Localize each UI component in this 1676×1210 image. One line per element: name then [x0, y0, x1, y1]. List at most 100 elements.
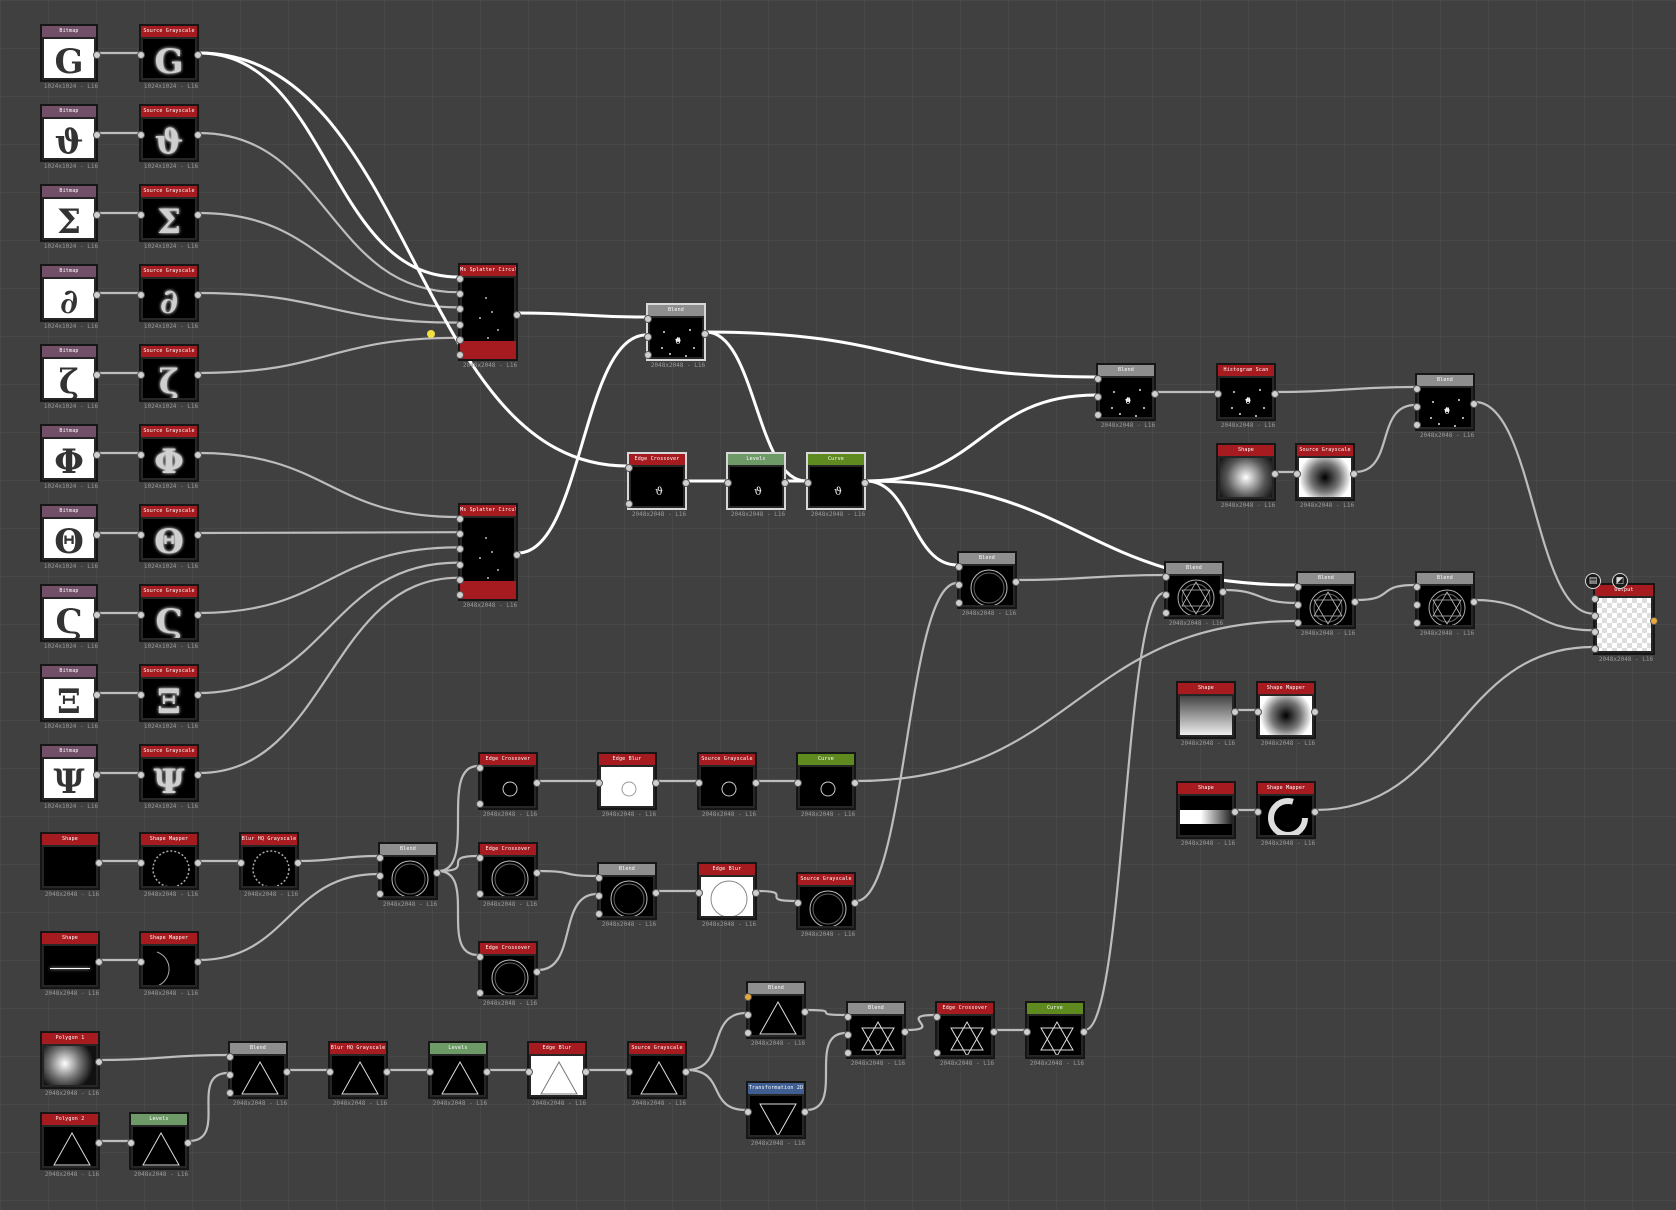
input-pin[interactable]: [644, 333, 652, 341]
input-pin[interactable]: [476, 800, 484, 808]
output-pin[interactable]: [533, 869, 541, 877]
wire[interactable]: [198, 546, 459, 615]
output-pin[interactable]: [1219, 588, 1227, 596]
input-pin[interactable]: [137, 371, 145, 379]
input-pin[interactable]: [955, 563, 963, 571]
input-pin[interactable]: [1413, 583, 1421, 591]
output-pin[interactable]: [752, 779, 760, 787]
wire[interactable]: [1084, 591, 1165, 1032]
input-pin[interactable]: [844, 1031, 852, 1039]
output-pin[interactable]: [194, 451, 202, 459]
wire[interactable]: [1474, 598, 1594, 632]
output-pin[interactable]: [851, 779, 859, 787]
wire[interactable]: [198, 336, 459, 375]
input-pin[interactable]: [933, 1013, 941, 1021]
wire[interactable]: [437, 854, 479, 873]
output-pin[interactable]: [801, 1008, 809, 1016]
input-pin[interactable]: [456, 335, 464, 344]
output-pin[interactable]: [383, 1068, 391, 1076]
input-pin[interactable]: [1591, 628, 1599, 637]
input-pin[interactable]: [137, 531, 145, 539]
input-pin[interactable]: [724, 479, 732, 487]
wire[interactable]: [686, 1011, 747, 1072]
input-pin[interactable]: [744, 1011, 752, 1019]
input-pin[interactable]: [376, 890, 384, 898]
wire[interactable]: [198, 51, 628, 468]
input-pin[interactable]: [226, 1053, 234, 1061]
input-pin[interactable]: [595, 874, 603, 882]
output-pin[interactable]: [194, 291, 202, 299]
wire[interactable]: [198, 211, 459, 309]
input-pin[interactable]: [1214, 390, 1222, 398]
input-pin[interactable]: [1413, 403, 1421, 411]
output-pin[interactable]: [582, 1068, 590, 1076]
output-pin[interactable]: [513, 551, 521, 559]
wire[interactable]: [1355, 583, 1416, 602]
input-pin[interactable]: [476, 989, 484, 997]
input-pin[interactable]: [456, 560, 464, 569]
wire[interactable]: [198, 291, 459, 324]
output-pin[interactable]: [93, 131, 101, 139]
wire[interactable]: [1354, 403, 1416, 474]
input-pin[interactable]: [226, 1089, 234, 1097]
wire[interactable]: [805, 1031, 847, 1112]
input-pin[interactable]: [595, 892, 603, 900]
wire[interactable]: [298, 854, 379, 863]
input-pin[interactable]: [137, 211, 145, 219]
wire[interactable]: [517, 333, 647, 555]
output-pin[interactable]: [194, 51, 202, 59]
output-pin[interactable]: [194, 771, 202, 779]
input-pin[interactable]: [456, 591, 464, 599]
wire[interactable]: [198, 576, 459, 775]
input-pin[interactable]: [1413, 619, 1421, 627]
input-pin[interactable]: [456, 305, 464, 314]
input-pin[interactable]: [1162, 573, 1170, 581]
input-pin[interactable]: [1094, 375, 1102, 383]
wire[interactable]: [855, 581, 958, 903]
node-sc4[interactable]: Source Grayscale∂1024x1024 - L16: [137, 264, 202, 330]
input-pin[interactable]: [1294, 619, 1302, 627]
input-pin[interactable]: [744, 1029, 752, 1037]
output-pin[interactable]: [682, 1068, 690, 1076]
input-pin[interactable]: [955, 599, 963, 607]
input-pin[interactable]: [137, 291, 145, 299]
output-pin[interactable]: [194, 131, 202, 139]
output-pin[interactable]: [93, 211, 101, 219]
output-pin[interactable]: [851, 899, 859, 907]
output-pin[interactable]: [93, 451, 101, 459]
output-pin[interactable]: [682, 479, 690, 487]
output-pin[interactable]: [483, 1068, 491, 1076]
output-pin[interactable]: [1080, 1028, 1088, 1036]
input-pin[interactable]: [1023, 1028, 1031, 1036]
wire[interactable]: [537, 892, 598, 972]
wire[interactable]: [855, 619, 1297, 783]
input-pin[interactable]: [794, 899, 802, 907]
output-pin[interactable]: [95, 1139, 103, 1147]
input-pin[interactable]: [1094, 411, 1102, 419]
output-pin[interactable]: [1350, 470, 1358, 478]
output-pin[interactable]: [701, 330, 709, 338]
output-pin[interactable]: [1311, 808, 1319, 816]
input-pin[interactable]: [476, 764, 484, 772]
input-pin[interactable]: [595, 910, 603, 918]
wire[interactable]: [198, 872, 379, 962]
input-pin[interactable]: [933, 1049, 941, 1057]
